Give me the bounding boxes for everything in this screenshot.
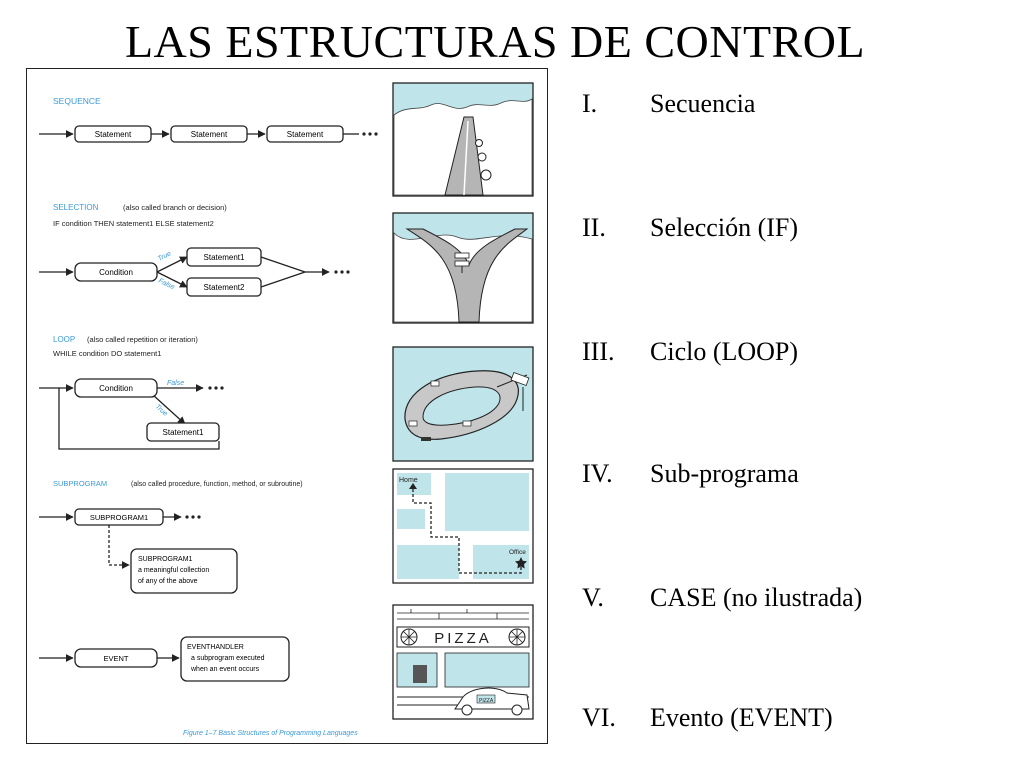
subprogram-note: (also called procedure, function, method… [131,481,303,488]
sequence-heading: SEQUENCE [53,96,101,106]
subprogram-detail-line-2: a meaningful collection [138,567,209,574]
selection-note: (also called branch or decision) [123,203,227,212]
loop-subtitle: WHILE condition DO statement1 [53,349,161,358]
list-item-4-number: IV. [582,459,613,488]
subprogram-box [74,508,164,526]
figure-diagram: SEQUENCE Statement Statement Statement S… [39,82,534,737]
eventhandler-box [180,636,290,682]
eventhandler-line-2: a subprogram executed [191,655,265,662]
list-item-4-text: Sub-programa [650,459,799,488]
sequence-box-2-label: Statement [191,130,228,139]
selection-statement1-box [186,247,262,267]
sequence-box-3-label: Statement [287,130,324,139]
selection-condition-label: Condition [99,268,133,277]
subprogram-heading: SUBPROGRAM [53,479,107,488]
subprogram-detail-box [130,548,238,594]
sequence-continuation-dots [362,132,378,136]
selection-statement1-label: Statement1 [204,253,245,262]
selection-true-label: True [157,250,173,262]
subprogram-box-label: SUBPROGRAM1 [90,513,148,522]
list-item-5: V. CASE (no ilustrada) [582,578,862,618]
selection-subtitle: IF condition THEN statement1 ELSE statem… [53,219,214,228]
control-structures-figure: SEQUENCE Statement Statement Statement S… [26,68,548,744]
loop-condition-label: Condition [99,384,133,393]
subprogram-detail-line-3: of any of the above [138,578,198,585]
list-item-1-text: Secuencia [650,89,756,118]
list-item-2: II. Selección (IF) [582,208,798,248]
sequence-box-3 [266,125,344,143]
selection-continuation-dots [334,270,350,274]
list-item-4: IV. Sub-programa [582,454,799,494]
racetrack-illustration [392,346,534,462]
selection-statement2-label: Statement2 [204,283,245,292]
loop-statement1-box [146,422,220,442]
eventhandler-line-3: when an event occurs [190,666,260,673]
map-illustration: Home Office [392,468,534,584]
selection-statement2-box [186,277,262,297]
list-item-1-number: I. [582,89,598,118]
sequence-box-2 [170,125,248,143]
loop-statement1-label: Statement1 [163,428,204,437]
eventhandler-line-1: EVENTHANDLER [187,644,244,651]
loop-continuation-dots [208,386,224,390]
list-item-6-text: Evento (EVENT) [650,703,833,732]
list-item-6-number: VI. [582,703,616,732]
sequence-box-1-label: Statement [95,130,132,139]
selection-heading: SELECTION [53,203,99,212]
list-item-2-text: Selección (IF) [650,213,799,242]
list-item-5-text: CASE (no ilustrada) [650,583,863,612]
pizza-car-text: PIZZA [479,698,494,704]
list-item-5-number: V. [582,583,604,612]
loop-condition-box [74,378,158,398]
list-item-6: VI. Evento (EVENT) [582,698,833,738]
selection-condition-box [74,262,158,282]
road-illustration [392,82,534,197]
list-item-1: I. Secuencia [582,84,755,124]
list-item-3: III. Ciclo (LOOP) [582,332,798,372]
subprogram-continuation-dots [185,515,201,519]
subprogram-detail-line-1: SUBPROGRAM1 [138,556,193,563]
event-box-label: EVENT [103,654,128,663]
event-box [74,648,158,668]
list-item-3-text: Ciclo (LOOP) [650,337,799,366]
pizza-shop-illustration: PIZZA PIZZA [392,604,534,720]
figure-caption: Figure 1–7 Basic Structures of Programmi… [183,730,358,737]
loop-note: (also called repetition or iteration) [87,335,198,344]
pizza-sign-text: PIZZA [434,630,492,647]
list-item-3-number: III. [582,337,615,366]
slide-title: LAS ESTRUCTURAS DE CONTROL [124,16,866,67]
loop-heading: LOOP [53,335,75,344]
loop-true-label: True [154,403,169,418]
list-item-2-number: II. [582,213,606,242]
map-home-label: Home [399,477,418,484]
fork-road-illustration [392,212,534,324]
loop-false-label: False [167,380,184,387]
map-office-label: Office [509,549,526,556]
sequence-box-1 [74,125,152,143]
